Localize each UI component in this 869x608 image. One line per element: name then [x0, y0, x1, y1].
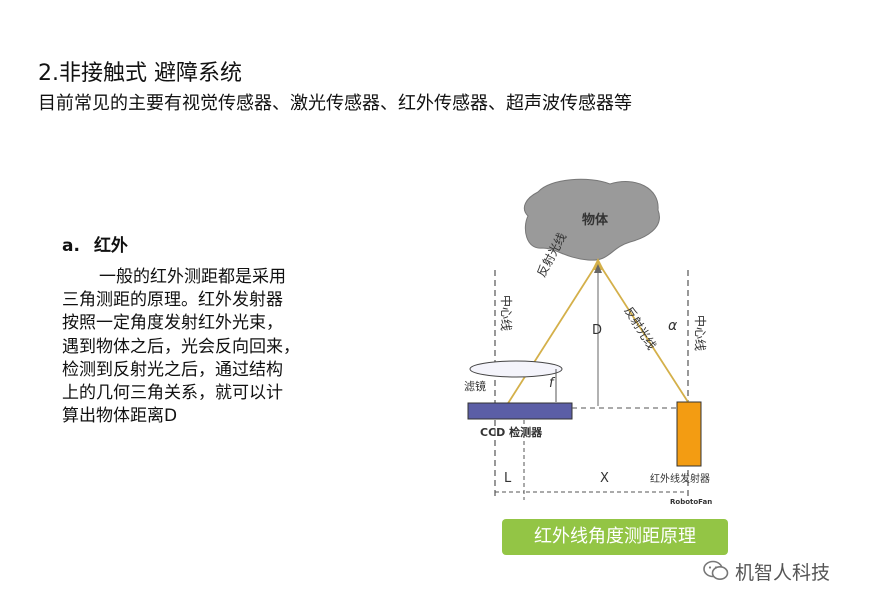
paragraph-line: 一般的红外测距都是采用: [99, 267, 286, 287]
center-line-left-label: 中心线: [499, 295, 514, 331]
center-line-right-label: 中心线: [693, 315, 708, 351]
infrared-ranging-diagram: 物体 D 中心线 中心线 反射光线 反射光线 α 滤镜 f CCD 检测器 红外…: [464, 178, 712, 506]
ccd-detector: [467, 402, 573, 420]
x-label: X: [600, 471, 609, 486]
section-heading: a. 红外: [62, 231, 128, 256]
slide-title: 2.非接触式 避障系统: [38, 61, 242, 86]
brand-label: RobotoFan: [670, 498, 712, 506]
filter-lens: [469, 360, 563, 378]
angle-label: α: [668, 318, 678, 334]
object-shape: [523, 178, 660, 261]
paragraph-line: 上的几何三角关系，就可以计: [62, 383, 283, 404]
section-heading-text: 红外: [93, 236, 128, 256]
diagram-caption: 红外线角度测距原理: [502, 519, 728, 555]
paragraph-line: 三角测距的原理。红外发射器: [62, 290, 283, 311]
reflected-ray-left: [504, 261, 599, 409]
emitted-ray-right: [597, 261, 689, 403]
paragraph-line: 检测到反射光之后，通过结构: [62, 359, 283, 380]
reflected-light-right-label: 反射光线: [621, 304, 659, 353]
l-label: L: [504, 471, 512, 486]
filter-label: 滤镜: [464, 379, 486, 393]
distance-label: D: [592, 323, 602, 338]
object-label: 物体: [582, 212, 609, 228]
section-number: a.: [62, 236, 80, 256]
focal-label: f: [549, 376, 556, 391]
ccd-label: CCD 检测器: [480, 425, 543, 439]
distance-arrow-top: [594, 264, 602, 273]
watermark: 机智人科技: [703, 556, 830, 586]
paragraph-line: 算出物体距离D: [62, 406, 178, 427]
watermark-text: 机智人科技: [735, 561, 831, 584]
emitter-label: 红外线发射器: [650, 472, 710, 485]
paragraph-line: 遇到物体之后，光会反向回来，: [62, 336, 300, 357]
wechat-icon: [703, 560, 729, 580]
slide-subtitle: 目前常见的主要有视觉传感器、激光传感器、红外传感器、超声波传感器等: [38, 93, 632, 114]
paragraph-line: 按照一定角度发射红外光束，: [62, 313, 283, 334]
section-paragraph: 一般的红外测距都是采用 三角测距的原理。红外发射器 按照一定角度发射红外光束， …: [62, 266, 352, 428]
infrared-emitter: [676, 401, 702, 467]
